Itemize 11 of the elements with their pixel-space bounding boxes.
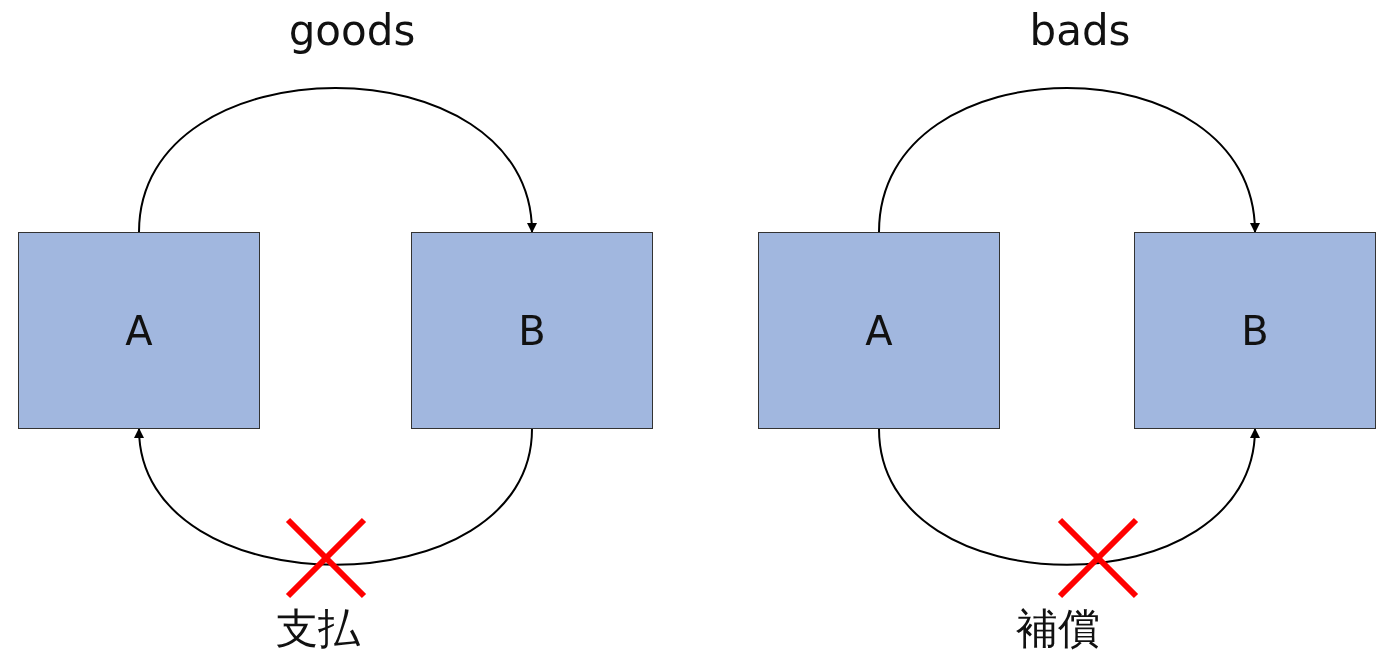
edge-label: 支払 (276, 608, 360, 650)
arrow (138, 87, 536, 233)
edge-label: goods (288, 10, 416, 52)
process-box: B (411, 232, 653, 429)
edge-label: 補償 (1016, 608, 1100, 650)
arrow (878, 428, 1259, 566)
process-box: B (1134, 232, 1376, 429)
process-box: A (758, 232, 1000, 429)
process-box: A (18, 232, 260, 429)
arrow (135, 428, 533, 566)
arrow (878, 87, 1259, 233)
